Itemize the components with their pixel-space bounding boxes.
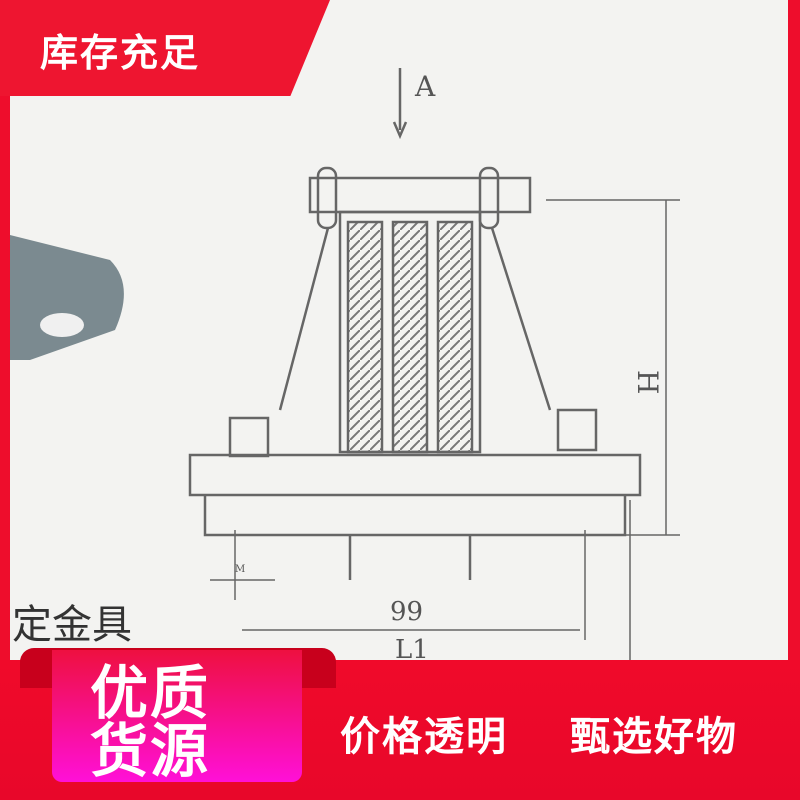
technical-drawing: A H M 99 L1 <box>10 68 680 670</box>
height-label: H <box>631 370 664 394</box>
view-label: A <box>414 70 436 103</box>
product-drawing-area: A H M 99 L1 <box>10 0 788 670</box>
ribbon-line-1: 优质 <box>90 659 211 727</box>
width-label: 99 <box>390 597 423 627</box>
slogan-selection: 甄选好物 <box>570 714 738 760</box>
quality-ribbon: 优质 货源 <box>52 650 302 782</box>
m-label: M <box>235 564 245 575</box>
clamp-photo <box>10 235 124 360</box>
stock-banner: 库存充足 <box>0 0 330 96</box>
ribbon-line-2: 货源 <box>90 717 211 785</box>
product-caption: 定金具 <box>12 602 132 648</box>
slogan-price: 价格透明 <box>340 714 508 760</box>
stock-label: 库存充足 <box>40 31 201 75</box>
length-label: L1 <box>395 635 429 660</box>
